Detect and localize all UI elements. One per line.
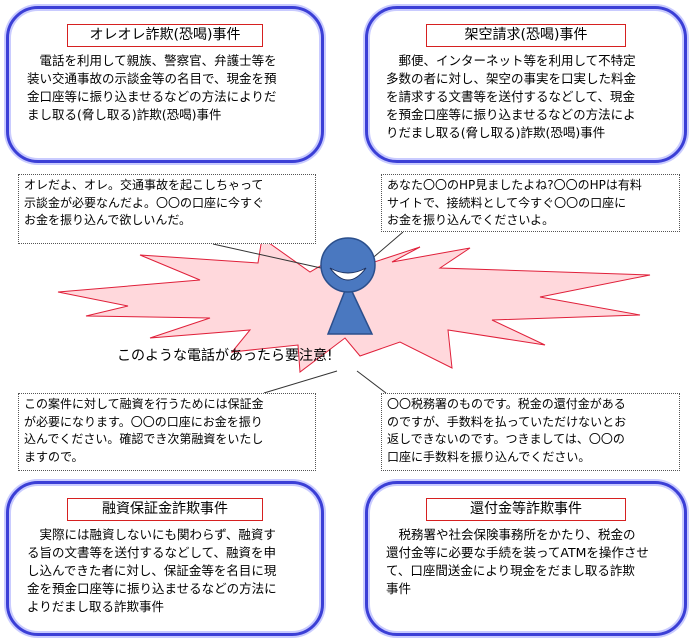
- panel-title: 融資保証金詐欺事件: [67, 498, 263, 521]
- pointer-line: [263, 370, 338, 394]
- warning-text: このような電話があったら要注意!: [117, 348, 333, 364]
- pointer-line: [212, 243, 331, 271]
- panel-fictitious-billing-fraud: 架空請求(恐喝)事件 郵便、インターネット等を利用して不特定 多数の者に対し、架…: [365, 6, 687, 163]
- panel-description: 実際には融資しないにも関わらず、融資す る旨の文書等を送付するなどして、融資を申…: [27, 527, 277, 614]
- panel-title: 架空請求(恐喝)事件: [426, 24, 626, 47]
- quote-loan-guarantee: この案件に対して融資を行うためには保証金 が必要になります。〇〇の口座にお金を振…: [18, 393, 316, 471]
- panel-title: 還付金等詐欺事件: [426, 498, 626, 521]
- panel-title: オレオレ詐欺(恐喝)事件: [67, 24, 263, 47]
- panel-description: 電話を利用して親族、警察官、弁護士等を 装い交通事故の示談金等の名目で、現金を預…: [27, 53, 277, 122]
- quote-ore-ore: オレだよ、オレ。交通事故を起こしちゃって 示談金が必要なんだよ。〇〇の口座に今す…: [18, 174, 316, 244]
- quote-fictitious-billing: あなた〇〇のHP見ましたよね?〇〇のHPは有料 サイトで、接続料として今すぐ〇〇…: [381, 174, 680, 232]
- pointer-line: [356, 370, 387, 394]
- caller-figure-icon: [320, 237, 376, 335]
- panel-ore-ore-fraud: オレオレ詐欺(恐喝)事件 電話を利用して親族、警察官、弁護士等を 装い交通事故の…: [6, 6, 324, 163]
- panel-loan-guarantee-fraud: 融資保証金詐欺事件 実際には融資しないにも関わらず、融資す る旨の文書等を送付す…: [6, 481, 324, 636]
- panel-description: 郵便、インターネット等を利用して不特定 多数の者に対し、架空の事実を口実した料金…: [386, 53, 637, 140]
- panel-refund-fraud: 還付金等詐欺事件 税務署や社会保険事務所をかたり、税金の 還付金等に必要な手続を…: [365, 481, 687, 636]
- panel-description: 税務署や社会保険事務所をかたり、税金の 還付金等に必要な手続を装ってATMを操作…: [386, 527, 649, 596]
- quote-refund: 〇〇税務署のものです。税金の還付金がある のですが、手数料を払っていただけないと…: [381, 393, 680, 471]
